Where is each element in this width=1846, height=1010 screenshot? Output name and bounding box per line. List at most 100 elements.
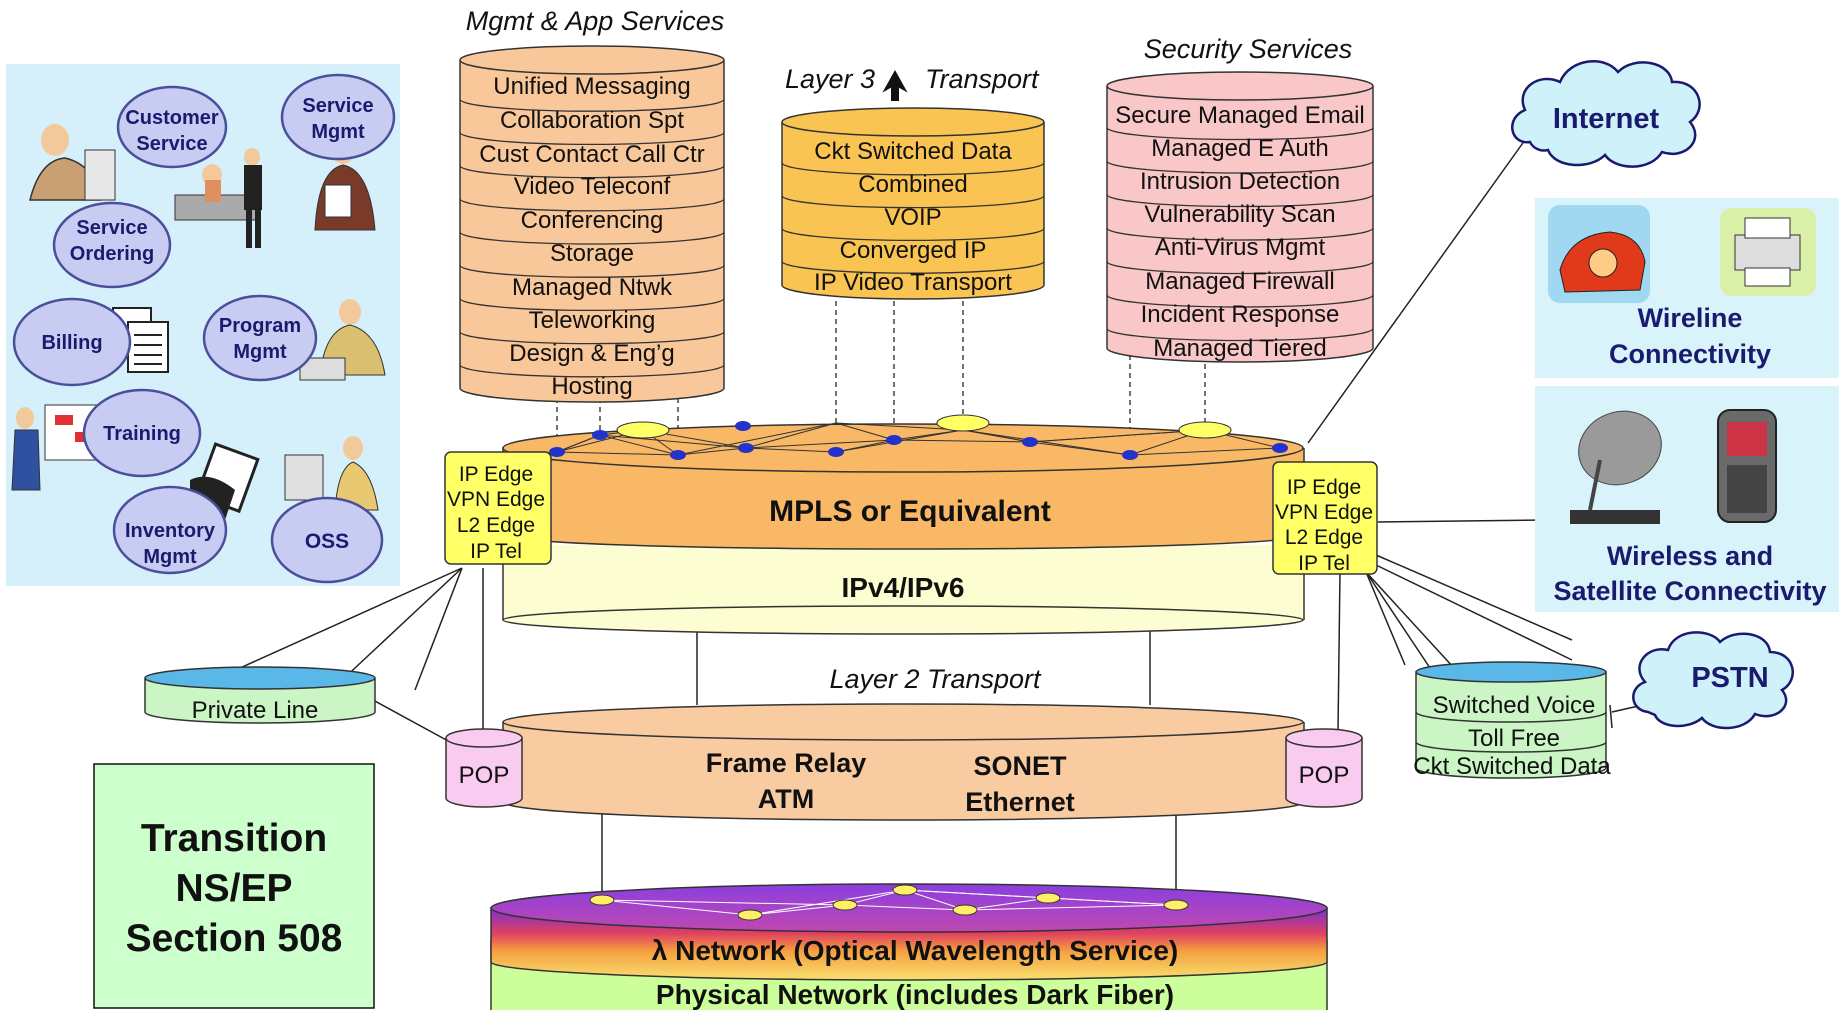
oval-label: Ordering — [70, 243, 154, 265]
oss-oval[interactable]: OSS — [270, 496, 384, 584]
oval-label: Service — [302, 95, 373, 117]
mobile-phone-icon — [1717, 409, 1777, 523]
ipv-layer: IPv4/IPv6 — [502, 545, 1305, 635]
row-divider — [459, 165, 725, 179]
service-item: IP Video Transport — [814, 269, 1012, 296]
security-services-heading: Security Services — [1144, 34, 1353, 64]
service-item: Anti-Virus Mgmt — [1155, 234, 1326, 261]
edge-label: IP Tel — [1298, 552, 1350, 575]
customer-service-oval[interactable]: Customer Service — [116, 85, 228, 169]
wireline-label: Wireline — [1638, 303, 1743, 333]
customer-services-panel: Customer Service Service Mgmt Service Or… — [6, 64, 400, 586]
lambda-network-layer: λ Network (Optical Wavelength Service) — [490, 883, 1328, 981]
person-at-computer-icon — [29, 124, 116, 201]
pstn-services-db[interactable]: Switched Voice Toll Free Ckt Switched Da… — [1413, 661, 1611, 780]
oval-label: Service — [76, 217, 147, 239]
row-divider — [459, 364, 725, 378]
inventory-mgmt-oval[interactable]: Inventory Mgmt — [112, 485, 228, 575]
layer2-label: Ethernet — [965, 787, 1075, 817]
pstn-label: PSTN — [1691, 662, 1768, 694]
internet-label: Internet — [1553, 103, 1660, 135]
edge-label: IP Edge — [459, 463, 533, 486]
service-mgmt-oval[interactable]: Service Mgmt — [280, 73, 396, 161]
layer3-heading-suffix: Transport — [925, 64, 1040, 94]
row-divider — [459, 132, 725, 146]
oval-label: Billing — [41, 332, 102, 354]
layer2-label: ATM — [758, 784, 814, 814]
service-item: Managed E Auth — [1151, 135, 1328, 162]
pop-label: POP — [1299, 762, 1350, 789]
service-item: Converged IP — [840, 237, 987, 264]
row-divider — [459, 264, 725, 278]
receptionist-desk-icon — [174, 148, 262, 248]
service-item: Storage — [550, 240, 634, 267]
physical-network-label: Physical Network (includes Dark Fiber) — [656, 979, 1174, 1010]
billing-oval[interactable]: Billing — [12, 297, 132, 387]
service-item: Incident Response — [1141, 301, 1340, 328]
pstn-service-item: Switched Voice — [1433, 692, 1596, 719]
row-divider — [459, 98, 725, 112]
transition-label: NS/EP — [175, 867, 292, 910]
pop-right[interactable]: POP — [1285, 728, 1363, 808]
internet-cloud[interactable]: Internet — [1511, 60, 1701, 168]
row-divider — [1106, 127, 1374, 141]
oval-label: Service — [136, 133, 207, 155]
private-line-db[interactable]: Private Line — [144, 666, 376, 724]
wireline-connectivity-panel[interactable]: Wireline Connectivity — [1535, 198, 1839, 378]
program-mgmt-oval[interactable]: Program Mgmt — [202, 294, 318, 382]
service-item: Hosting — [551, 373, 632, 400]
service-item: Cust Contact Call Ctr — [479, 141, 704, 168]
connector-lines — [239, 139, 1666, 900]
left-edge-box[interactable]: IP Edge VPN Edge L2 Edge IP Tel — [444, 451, 552, 565]
edge-label: L2 Edge — [457, 514, 535, 537]
wireline-label: Connectivity — [1609, 339, 1771, 369]
mgmt-app-services-stack: Mgmt & App Services Unified Messaging Co… — [459, 6, 725, 403]
oval-label: Training — [103, 423, 181, 445]
transition-label: Section 508 — [126, 917, 343, 960]
service-item: Unified Messaging — [493, 73, 690, 100]
oval-label: Mgmt — [311, 121, 365, 143]
service-item: Managed Ntwk — [512, 274, 673, 301]
row-divider — [459, 331, 725, 345]
transition-box[interactable]: Transition NS/EP Section 508 — [93, 763, 375, 1009]
service-item: Collaboration Spt — [500, 107, 684, 134]
private-line-label: Private Line — [192, 697, 319, 724]
pstn-cloud[interactable]: PSTN — [1632, 631, 1794, 730]
mpls-label: MPLS or Equivalent — [769, 495, 1051, 528]
layer3-heading: Layer 3 — [785, 64, 875, 94]
service-item: Video Teleconf — [514, 173, 671, 200]
service-ordering-oval[interactable]: Service Ordering — [52, 201, 172, 289]
computer-user-icon — [284, 436, 379, 511]
row-divider — [459, 198, 725, 212]
backbone-nodes — [549, 421, 1288, 460]
pop-left[interactable]: POP — [445, 728, 523, 808]
optical-nodes — [589, 884, 1189, 921]
oval-label: Mgmt — [143, 546, 197, 568]
service-item: Ckt Switched Data — [814, 138, 1012, 165]
oval-label: Inventory — [125, 520, 216, 542]
right-edge-box[interactable]: IP Edge VPN Edge L2 Edge IP Tel — [1272, 461, 1378, 575]
oval-label: Mgmt — [233, 341, 287, 363]
training-oval[interactable]: Training — [82, 388, 202, 478]
edge-label: L2 Edge — [1285, 526, 1363, 549]
wireless-satellite-panel[interactable]: Wireless and Satellite Connectivity — [1535, 386, 1839, 612]
row-divider — [1106, 227, 1374, 241]
layer2-label: SONET — [973, 751, 1067, 781]
edge-label: VPN Edge — [447, 488, 545, 511]
oval-label: Program — [219, 315, 301, 337]
row-divider — [781, 162, 1045, 176]
service-item: Managed Firewall — [1145, 268, 1334, 295]
transition-label: Transition — [141, 817, 327, 860]
service-item: Combined — [858, 171, 967, 198]
layer2-heading: Layer 2 Transport — [829, 664, 1042, 694]
row-divider — [781, 260, 1045, 274]
wireless-label: Satellite Connectivity — [1553, 576, 1826, 606]
wireless-label: Wireless and — [1607, 541, 1773, 571]
service-item: VOIP — [884, 204, 941, 231]
service-item: Design & Eng’g — [509, 340, 674, 367]
row-divider — [1106, 160, 1374, 174]
row-divider — [459, 231, 725, 245]
edge-label: IP Tel — [470, 540, 522, 563]
layer3-transport-stack: Layer 3 Transport Ckt Switched Data Comb… — [781, 64, 1045, 300]
mgmt-services-heading: Mgmt & App Services — [466, 6, 725, 36]
